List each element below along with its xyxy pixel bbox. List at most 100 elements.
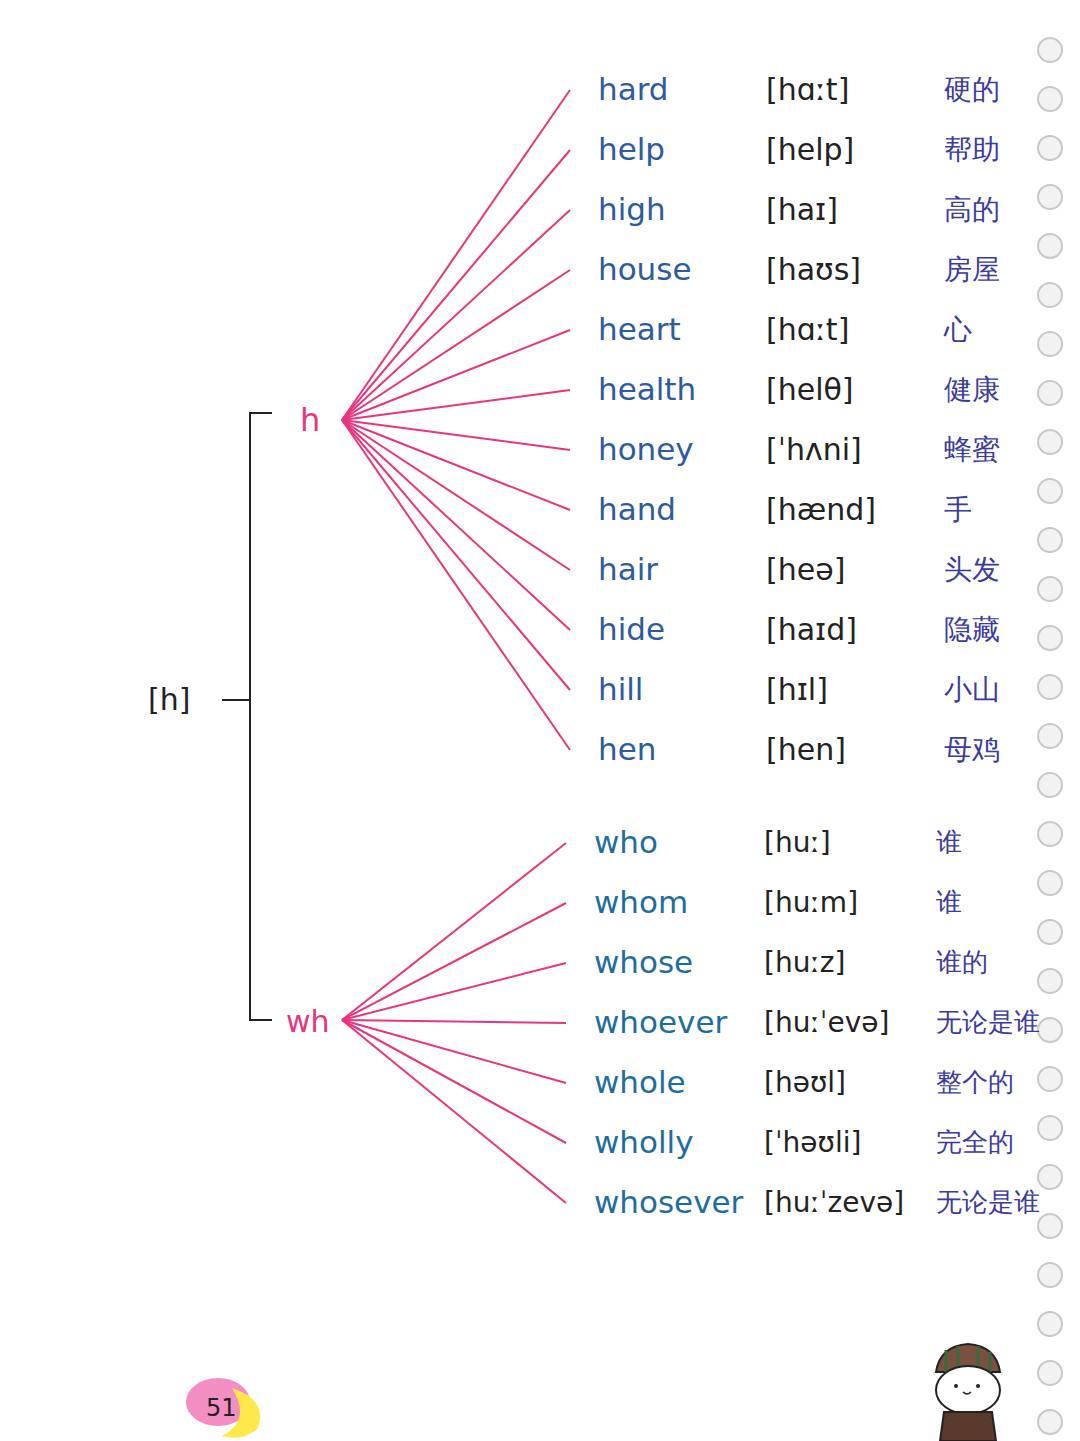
word: hen	[598, 731, 656, 768]
word: help	[598, 131, 665, 168]
meaning: 无论是谁	[936, 1187, 1040, 1218]
meaning: 硬的	[944, 73, 1000, 107]
meaning: 整个的	[936, 1067, 1014, 1098]
meaning: 蜂蜜	[944, 433, 1000, 467]
binding-ring	[1038, 479, 1062, 503]
phonetic: [haɪ]	[766, 192, 838, 228]
phonetic: [ˈhəʊli]	[764, 1126, 861, 1160]
word: whole	[594, 1064, 686, 1101]
page-number-blob	[186, 1378, 260, 1438]
phonetic: [huːˈevə]	[764, 1006, 890, 1040]
binding-ring	[1038, 969, 1062, 993]
binding-ring	[1038, 1067, 1062, 1091]
binding-ring	[1038, 185, 1062, 209]
fan-lines	[342, 90, 570, 1203]
meaning: 谁	[936, 827, 962, 858]
fan-line	[342, 420, 570, 690]
word: whom	[594, 884, 688, 921]
binding-ring	[1038, 1312, 1062, 1336]
root-sound: [h]	[148, 682, 190, 718]
phonetic: [hɑːt]	[766, 72, 849, 108]
fan-line	[342, 420, 570, 450]
binding-ring	[1038, 675, 1062, 699]
word: high	[598, 191, 666, 228]
fan-line	[342, 420, 570, 570]
word: hill	[598, 671, 644, 708]
binding-ring	[1038, 528, 1062, 552]
spiral-binding	[1038, 38, 1062, 1434]
phonetic: [huːz]	[764, 946, 845, 980]
fan-line	[342, 1020, 566, 1143]
phonetic: [ˈhʌni]	[766, 432, 862, 468]
meaning: 隐藏	[944, 613, 1000, 647]
meaning: 帮助	[944, 133, 1000, 167]
fan-line	[342, 420, 570, 630]
binding-ring	[1038, 822, 1062, 846]
phonetic: [hen]	[766, 732, 846, 768]
page-number: 51	[206, 1394, 237, 1423]
binding-ring	[1038, 283, 1062, 307]
fan-line	[342, 420, 570, 750]
binding-ring	[1038, 1263, 1062, 1287]
meaning: 心	[944, 313, 972, 347]
binding-ring	[1038, 1018, 1062, 1042]
binding-ring	[1038, 87, 1062, 111]
phonetic: [həʊl]	[764, 1066, 846, 1100]
binding-ring	[1038, 871, 1062, 895]
fan-line	[342, 150, 570, 420]
word: whosever	[594, 1184, 743, 1221]
meaning: 高的	[944, 193, 1000, 227]
meaning: 小山	[944, 673, 1000, 707]
word: house	[598, 251, 691, 288]
branch-letter: wh	[286, 1004, 330, 1040]
meaning: 头发	[944, 553, 1000, 587]
word: health	[598, 371, 696, 408]
meaning: 母鸡	[944, 733, 1000, 767]
meaning: 房屋	[944, 253, 1000, 287]
word: hide	[598, 611, 665, 648]
binding-ring	[1038, 773, 1062, 797]
meaning: 手	[944, 493, 972, 527]
fan-line	[342, 420, 570, 510]
word: hair	[598, 551, 658, 588]
binding-ring	[1038, 430, 1062, 454]
meaning: 谁的	[936, 947, 988, 978]
fan-line	[342, 1020, 566, 1203]
phonetic: [huːm]	[764, 886, 858, 920]
fan-line	[342, 270, 570, 420]
phonetic: [huː]	[764, 826, 831, 860]
fan-line	[342, 843, 566, 1020]
word: hard	[598, 71, 669, 108]
phonetic: [hɪl]	[766, 672, 828, 708]
binding-ring	[1038, 136, 1062, 160]
phonetic: [haɪd]	[766, 612, 857, 648]
meaning: 谁	[936, 887, 962, 918]
binding-ring	[1038, 626, 1062, 650]
phonetic: [huːˈzevə]	[764, 1186, 904, 1220]
phonetic: [hænd]	[766, 492, 876, 528]
phonetic: [helθ]	[766, 372, 854, 408]
binding-ring	[1038, 920, 1062, 944]
binding-ring	[1038, 1361, 1062, 1385]
word: heart	[598, 311, 681, 348]
meaning: 无论是谁	[936, 1007, 1040, 1038]
character-illustration	[936, 1344, 1000, 1441]
phonetic: [hɑːt]	[766, 312, 849, 348]
binding-ring	[1038, 577, 1062, 601]
fan-line	[342, 210, 570, 420]
binding-ring	[1038, 1165, 1062, 1189]
binding-ring	[1038, 1214, 1062, 1238]
branch-letter: h	[300, 401, 320, 439]
fan-line	[342, 1020, 566, 1023]
bracket	[222, 413, 272, 1020]
word: wholly	[594, 1124, 694, 1161]
binding-ring	[1038, 1116, 1062, 1140]
fan-line	[342, 903, 566, 1020]
fan-line	[342, 963, 566, 1020]
meaning: 健康	[944, 373, 1000, 407]
word: whoever	[594, 1004, 727, 1041]
word: hand	[598, 491, 676, 528]
word: honey	[598, 431, 694, 468]
word: who	[594, 824, 658, 861]
